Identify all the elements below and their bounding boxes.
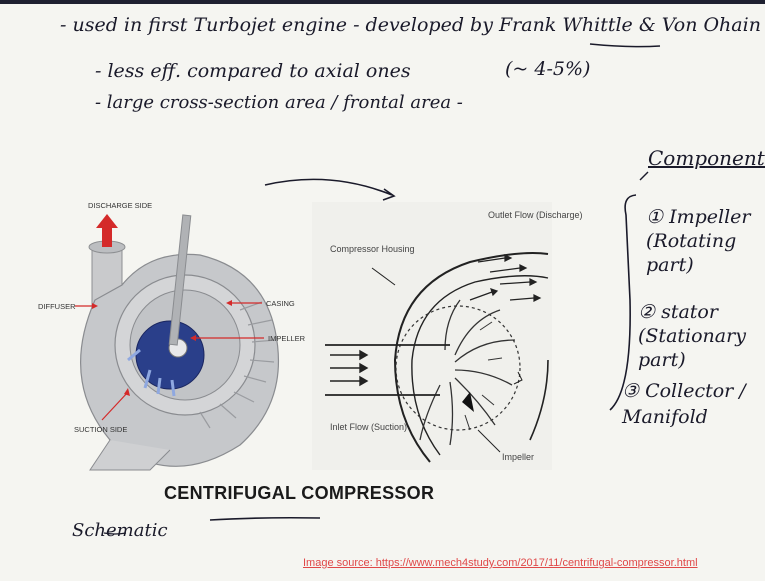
label-discharge: DISCHARGE SIDE: [88, 201, 152, 210]
label-diffuser: DIFFUSER: [38, 302, 76, 311]
label-casing: CASING: [266, 299, 295, 308]
underline-stroke: [590, 44, 660, 47]
discharge-arrow: [102, 225, 112, 247]
label-suction: SUCTION SIDE: [74, 425, 127, 434]
image-source-link[interactable]: Image source: https://www.mech4study.com…: [303, 557, 698, 569]
connector-arrow: [265, 179, 392, 195]
label-impeller-schematic: Impeller: [502, 452, 534, 462]
label-inlet: Inlet Flow (Suction): [330, 422, 407, 432]
brace-tick: [640, 172, 648, 180]
figure-caption: CENTRIFUGAL COMPRESSOR: [164, 483, 434, 504]
caption-underline: [210, 518, 320, 520]
components-brace: [610, 195, 636, 410]
connector-arrowhead: [383, 189, 394, 200]
label-housing: Compressor Housing: [330, 244, 415, 254]
label-outlet: Outlet Flow (Discharge): [488, 210, 583, 220]
schematic-underline: [104, 533, 126, 534]
label-impeller-3d: IMPELLER: [268, 334, 306, 343]
